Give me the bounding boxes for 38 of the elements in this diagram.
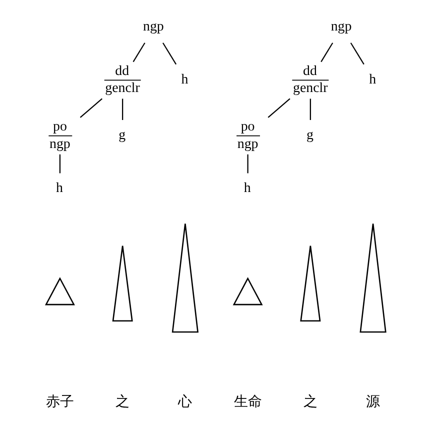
- node-text: 生命: [233, 395, 262, 410]
- node-text: h: [243, 181, 250, 196]
- node-text: ngp: [142, 19, 164, 34]
- connector: [122, 98, 123, 120]
- node-label: genclr: [104, 81, 140, 96]
- connector: [58, 154, 60, 174]
- node-triangle: [300, 245, 320, 322]
- node-text: 源: [366, 395, 380, 410]
- node-label: genclr: [292, 81, 328, 96]
- node-label: ngp: [49, 136, 70, 152]
- connector: [267, 98, 290, 118]
- connector: [79, 98, 102, 118]
- node-text: 之: [115, 395, 130, 410]
- node-triangle: [171, 223, 198, 333]
- node-label: dd: [302, 64, 316, 79]
- node-text: g: [306, 128, 313, 144]
- node-text: h: [180, 72, 188, 88]
- node-triangle: [232, 277, 262, 306]
- connector: [162, 42, 176, 65]
- node-triangle: [112, 245, 132, 322]
- node-label: ngp: [236, 136, 258, 152]
- node-text: h: [368, 72, 376, 88]
- connector: [246, 154, 248, 174]
- connector: [309, 98, 310, 120]
- node-text: 之: [302, 395, 317, 410]
- node-text: ngp: [330, 19, 352, 34]
- connector: [320, 42, 333, 62]
- node-text: g: [118, 128, 126, 144]
- node-label: po: [52, 119, 66, 134]
- node-label: dd: [114, 64, 129, 79]
- connector: [350, 42, 364, 65]
- node-triangle: [44, 277, 74, 306]
- node-label: po: [240, 119, 254, 134]
- connector: [132, 42, 145, 62]
- node-text: 心: [178, 395, 192, 410]
- node-text: h: [56, 181, 62, 196]
- node-triangle: [359, 223, 386, 333]
- node-text: 赤子: [46, 395, 74, 410]
